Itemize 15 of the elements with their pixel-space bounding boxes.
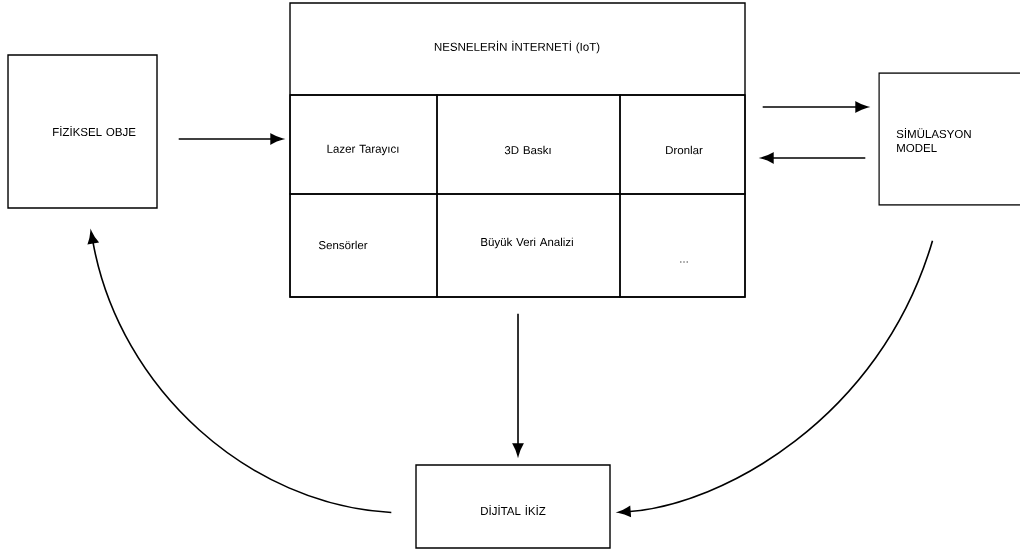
table-cell: Sensörler — [289, 193, 438, 298]
table-cell: Lazer Tarayıcı — [289, 94, 438, 195]
process-box: DİJİTAL İKİZ — [415, 464, 611, 549]
arrow — [761, 101, 868, 113]
process-box: FİZİKSEL OBJE — [7, 54, 158, 209]
arrow — [87, 230, 393, 514]
arrow — [761, 152, 867, 164]
arrow — [618, 239, 934, 517]
arrow — [512, 312, 524, 456]
arrow — [177, 133, 283, 145]
table-cell: 3D Baskı — [436, 94, 621, 195]
process-box: SİMÜLASYON MODEL — [878, 72, 1020, 206]
table-cell: Büyük Veri Analizi — [436, 193, 621, 298]
table-cell: Dronlar — [619, 94, 746, 195]
table-cell: ... — [619, 193, 746, 298]
